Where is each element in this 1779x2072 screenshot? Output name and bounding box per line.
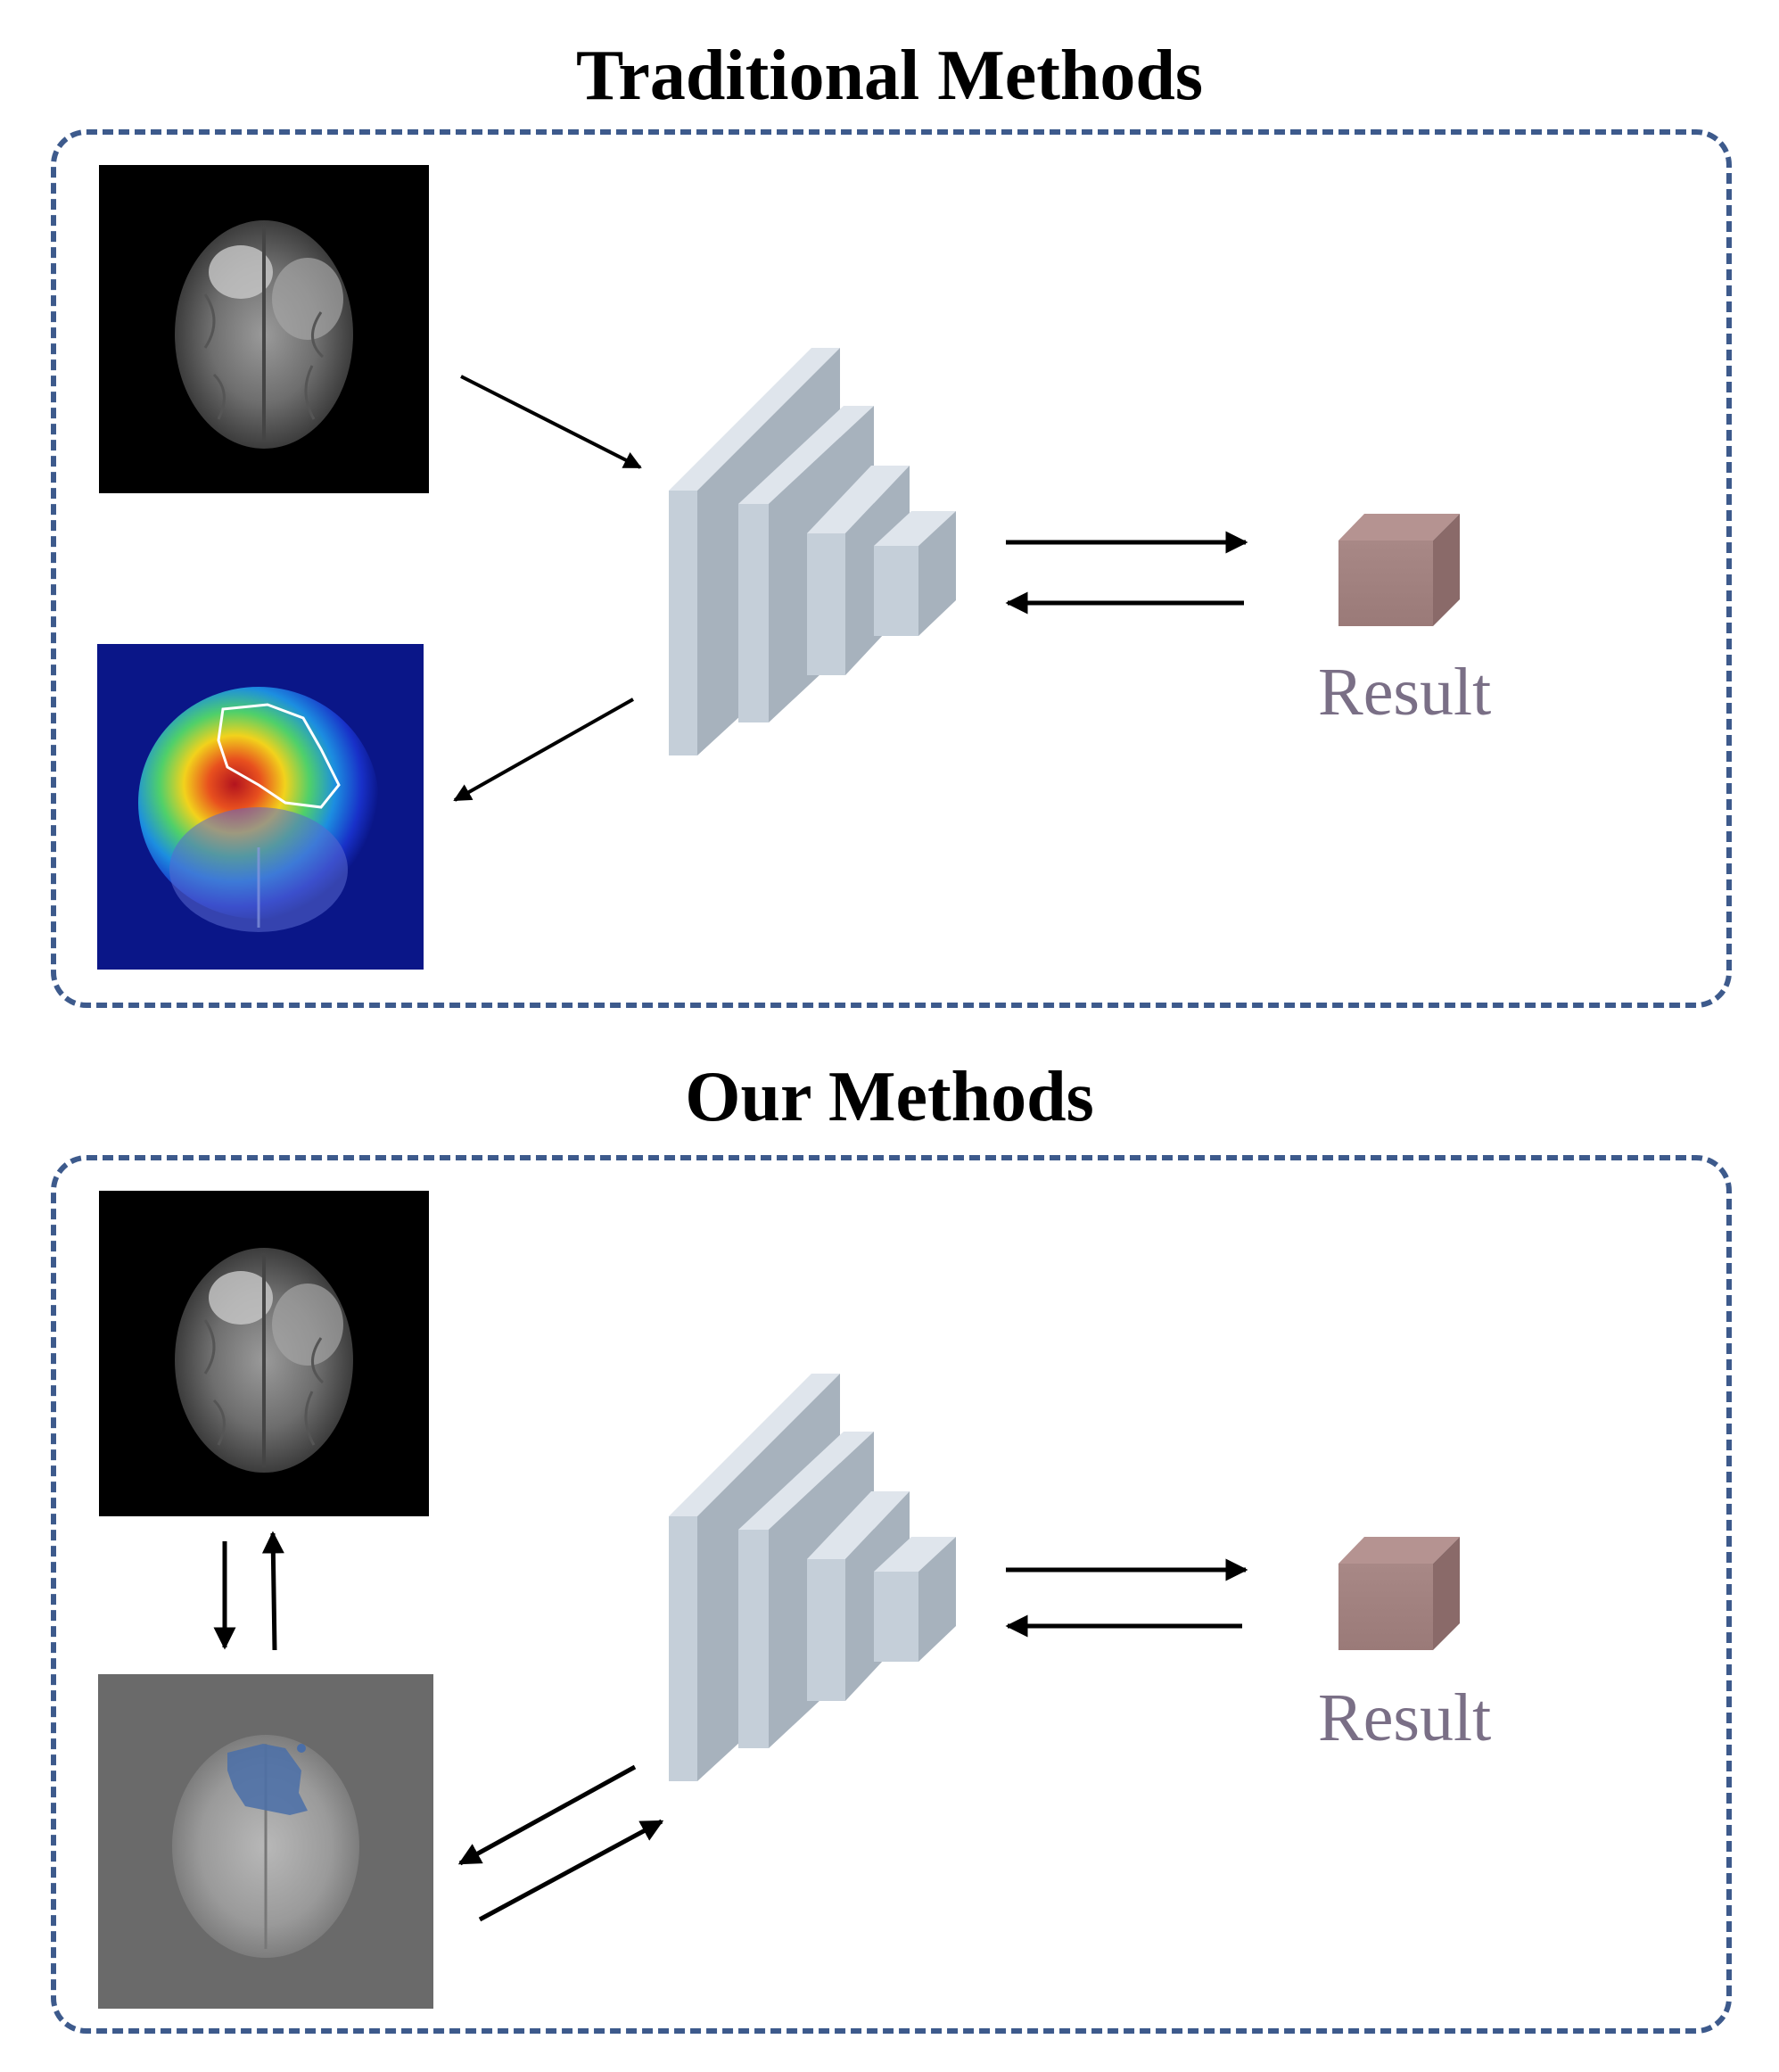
network-blocks-icon (669, 348, 956, 755)
arrow-segmentation-to-network (478, 1819, 664, 1922)
traditional-methods-panel (51, 129, 1732, 1008)
result-label: Result (1318, 655, 1492, 730)
network-blocks-icon (669, 1374, 956, 1781)
result-label: Result (1318, 1680, 1492, 1755)
result-cube-icon (1338, 1537, 1460, 1650)
mri-scan-image (99, 1191, 429, 1516)
our-methods-title: Our Methods (685, 1058, 1094, 1136)
our-methods-panel (51, 1155, 1732, 2034)
arrow-segmentation-to-image (261, 1531, 284, 1651)
arrow-input-to-network (460, 375, 642, 469)
arrow-network-to-segmentation (457, 1764, 637, 1866)
segmentation-overlay-image (98, 1674, 433, 2009)
heatmap-overlay-image (97, 644, 424, 970)
result-cube-icon (1338, 514, 1460, 626)
traditional-methods-title: Traditional Methods (575, 37, 1203, 115)
mri-scan-image (99, 165, 429, 493)
arrow-network-to-heatmap (453, 698, 634, 802)
